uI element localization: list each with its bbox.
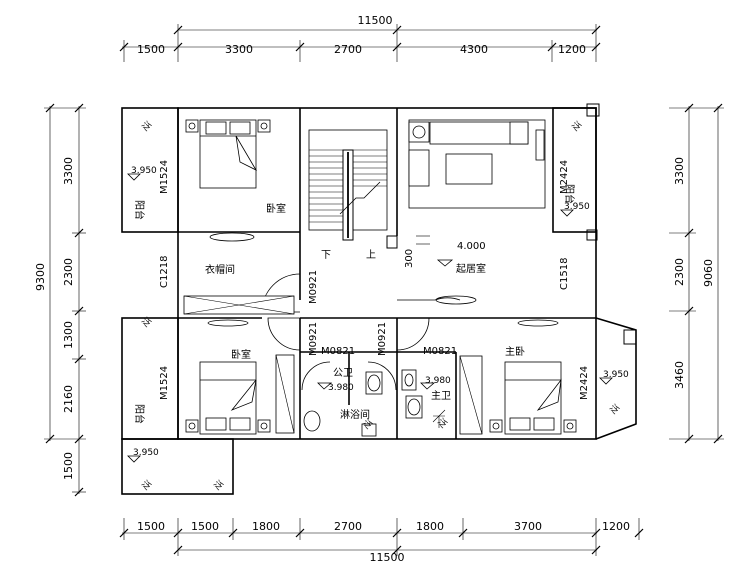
balcony-top-right-outline bbox=[552, 107, 597, 233]
staircase: 下 上 bbox=[308, 129, 388, 261]
right-dim-3: 3460 bbox=[673, 361, 686, 389]
top-dim-2: 3300 bbox=[225, 43, 253, 56]
code-m0821-a: M0821 bbox=[321, 346, 355, 357]
bottom-dim-6: 3700 bbox=[514, 520, 542, 533]
opening-codes: M1524 C1218 M0921 M2424 C1518 M1524 M092… bbox=[159, 160, 590, 400]
room-public-bath: 公卫 bbox=[333, 368, 353, 379]
drain-mark-5: 泛 bbox=[211, 478, 225, 492]
top-dim-1: 1500 bbox=[137, 43, 165, 56]
bottom-total-dim: 11500 bbox=[370, 551, 405, 564]
drain-mark-8: 泛 bbox=[435, 416, 449, 430]
code-m0921-b: M0921 bbox=[377, 322, 388, 356]
master-bedroom-furniture: 主卧 bbox=[459, 319, 577, 435]
top-dim-5: 1200 bbox=[558, 43, 586, 56]
left-dim-2: 2300 bbox=[62, 258, 75, 286]
drain-mark-2: 泛 bbox=[569, 119, 583, 133]
elev-balcony-bottom: 3.950 bbox=[133, 448, 159, 458]
living-room-furniture: 4.000 起居室 bbox=[408, 119, 546, 305]
right-dim-2: 2300 bbox=[673, 258, 686, 286]
elev-balcony-top-left: 3.950 bbox=[131, 166, 157, 176]
elev-balcony-right: 3.950 bbox=[603, 370, 629, 380]
shower-drain bbox=[303, 410, 321, 432]
code-m0921-a: M0921 bbox=[308, 322, 319, 356]
right-dim-1: 3300 bbox=[673, 157, 686, 185]
code-m2424-top: M2424 bbox=[559, 160, 570, 194]
code-m1524-top: M1524 bbox=[159, 160, 170, 194]
bottom-dim-7: 1200 bbox=[602, 520, 630, 533]
left-dimension-chain: 9300 3300 2300 1300 2160 1500 bbox=[34, 103, 86, 497]
drain-mark-6: 泛 bbox=[607, 402, 621, 416]
bottom-dim-3: 1800 bbox=[252, 520, 280, 533]
top-total-dim: 11500 bbox=[358, 14, 393, 27]
code-m2424-bottom: M2424 bbox=[579, 366, 590, 400]
stair-up-label: 上 bbox=[366, 249, 376, 261]
sink-master bbox=[401, 369, 417, 391]
top-dim-3: 2700 bbox=[334, 43, 362, 56]
code-c1518: C1518 bbox=[559, 258, 570, 290]
elev-living: 4.000 bbox=[457, 241, 486, 252]
drain-mark-1: 泛 bbox=[139, 119, 153, 133]
left-dim-1: 3300 bbox=[62, 157, 75, 185]
bathroom-fixtures: 公卫 3.980 淋浴间 3.980 主卫 bbox=[303, 368, 451, 437]
room-bedroom-top: 卧室 bbox=[266, 202, 286, 215]
balcony-annotations: 阳台 3.950 阳台 3.950 阳台 3.950 3.950 泛 泛 泛 泛… bbox=[127, 119, 629, 492]
stair-down-label: 下 bbox=[321, 250, 331, 261]
balcony-right-outline bbox=[595, 317, 637, 440]
room-cloakroom: 衣帽间 bbox=[205, 263, 235, 276]
bottom-dim-1: 1500 bbox=[137, 520, 165, 533]
coffee-table bbox=[445, 153, 493, 185]
room-shower: 淋浴间 bbox=[340, 408, 370, 421]
drain-mark-4: 泛 bbox=[139, 478, 153, 492]
door-swing-bedroom-bottom bbox=[267, 317, 301, 351]
code-m1524-bottom: M1524 bbox=[159, 366, 170, 400]
bedroom-top-furniture: 卧室 衣帽间 bbox=[183, 119, 295, 315]
left-total-dim: 9300 bbox=[34, 263, 47, 291]
elev-master-bath: 3.980 bbox=[425, 376, 451, 386]
code-m0921-stair: M0921 bbox=[308, 270, 319, 304]
code-m0821-b: M0821 bbox=[423, 346, 457, 357]
elev-public-bath: 3.980 bbox=[328, 383, 354, 393]
code-step-300: 300 bbox=[404, 249, 415, 268]
left-dim-4: 2160 bbox=[62, 385, 75, 413]
bottom-dim-2: 1500 bbox=[191, 520, 219, 533]
bottom-dimension-chain: 1500 1500 1800 2700 1800 3700 1200 11500 bbox=[119, 518, 644, 564]
room-living: 起居室 bbox=[456, 262, 486, 275]
bottom-dim-5: 1800 bbox=[416, 520, 444, 533]
bottom-dim-4: 2700 bbox=[334, 520, 362, 533]
balcony-bottom-outline bbox=[121, 438, 234, 495]
room-bedroom-bottom: 卧室 bbox=[231, 348, 251, 361]
room-master-bath: 主卫 bbox=[431, 390, 451, 402]
building-walls bbox=[121, 103, 637, 495]
bedroom-bottom-furniture: 卧室 bbox=[185, 319, 295, 435]
top-dim-4: 4300 bbox=[460, 43, 488, 56]
door-swing-master bbox=[396, 317, 430, 351]
balcony-top-left-outline bbox=[121, 107, 179, 233]
door-swing-living bbox=[397, 297, 461, 301]
top-dimension-chain: 11500 1500 3300 2700 4300 1200 bbox=[119, 14, 601, 62]
code-c1218: C1218 bbox=[159, 256, 170, 288]
room-balcony-bottom-left: 阳台 bbox=[133, 404, 146, 424]
elev-balcony-top-right: 3.950 bbox=[564, 202, 590, 212]
room-balcony-top-left: 阳台 bbox=[133, 200, 146, 220]
right-total-dim: 9060 bbox=[702, 259, 715, 287]
left-dim-5: 1500 bbox=[62, 452, 75, 480]
right-dimension-chain: 3300 2300 3460 9060 bbox=[669, 103, 724, 444]
left-dim-3: 1300 bbox=[62, 321, 75, 349]
room-balcony-top-right: 阳台 bbox=[563, 184, 576, 204]
room-master-bedroom: 主卧 bbox=[505, 345, 525, 358]
